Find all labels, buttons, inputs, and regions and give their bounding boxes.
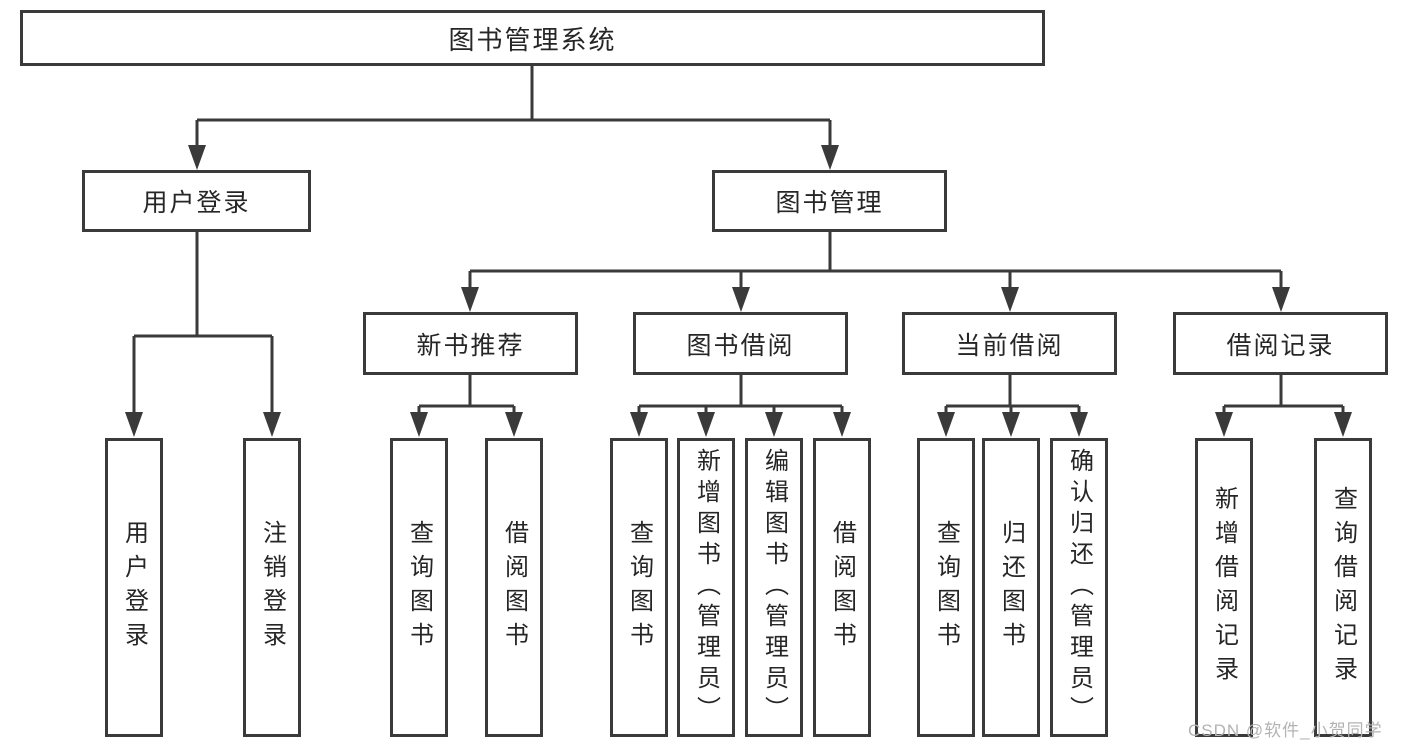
leaf-recommend-query-books-label: 查询图书	[405, 519, 433, 656]
leaf-user-login-label: 用户登录	[120, 519, 148, 656]
leaf-recommend-borrow-books: 借阅图书	[485, 438, 543, 737]
leaf-current-confirm-return-admin: 确认归还（管理员）	[1050, 438, 1108, 737]
leaf-borrowing-add-books-admin-label: 新增图书（管理员）	[692, 448, 720, 727]
node-borrowing-records: 借阅记录	[1173, 312, 1388, 375]
node-book-management-label: 图书管理	[775, 189, 884, 217]
node-current-borrowing: 当前借阅	[902, 312, 1117, 375]
node-new-book-recommend: 新书推荐	[363, 312, 578, 375]
node-user-login-label: 用户登录	[142, 189, 251, 217]
leaf-current-query-books: 查询图书	[917, 438, 975, 737]
leaf-logout: 注销登录	[243, 438, 301, 737]
leaf-records-add-record-label: 新增借阅记录	[1210, 485, 1238, 690]
leaf-current-query-books-label: 查询图书	[932, 519, 960, 656]
leaf-borrowing-edit-books-admin-label: 编辑图书（管理员）	[760, 448, 788, 727]
leaf-current-return-books-label: 归还图书	[997, 519, 1025, 656]
node-book-borrowing-label: 图书借阅	[686, 331, 795, 360]
node-user-login: 用户登录	[82, 170, 311, 232]
node-root: 图书管理系统	[20, 10, 1045, 66]
leaf-borrowing-add-books-admin: 新增图书（管理员）	[677, 438, 735, 737]
leaf-borrowing-query-books: 查询图书	[610, 438, 668, 737]
leaf-recommend-borrow-books-label: 借阅图书	[500, 519, 528, 656]
watermark: CSDN @软件_小贺同学	[1188, 721, 1383, 740]
leaf-logout-label: 注销登录	[258, 519, 286, 656]
node-new-book-recommend-label: 新书推荐	[416, 331, 525, 360]
leaf-borrowing-borrow-books-label: 借阅图书	[828, 519, 856, 656]
node-borrowing-records-label: 借阅记录	[1226, 331, 1335, 360]
leaf-records-add-record: 新增借阅记录	[1195, 438, 1253, 737]
node-root-label: 图书管理系统	[448, 24, 617, 55]
leaf-current-return-books: 归还图书	[982, 438, 1040, 737]
leaf-records-query-record-label: 查询借阅记录	[1329, 485, 1357, 690]
node-current-borrowing-label: 当前借阅	[955, 331, 1064, 360]
leaf-user-login: 用户登录	[105, 438, 163, 737]
leaf-borrowing-borrow-books: 借阅图书	[813, 438, 871, 737]
leaf-borrowing-query-books-label: 查询图书	[625, 519, 653, 656]
leaf-records-query-record: 查询借阅记录	[1314, 438, 1372, 737]
node-book-borrowing: 图书借阅	[633, 312, 848, 375]
leaf-recommend-query-books: 查询图书	[390, 438, 448, 737]
leaf-current-confirm-return-admin-label: 确认归还（管理员）	[1065, 448, 1093, 727]
leaf-borrowing-edit-books-admin: 编辑图书（管理员）	[745, 438, 803, 737]
node-book-management: 图书管理	[712, 170, 947, 232]
